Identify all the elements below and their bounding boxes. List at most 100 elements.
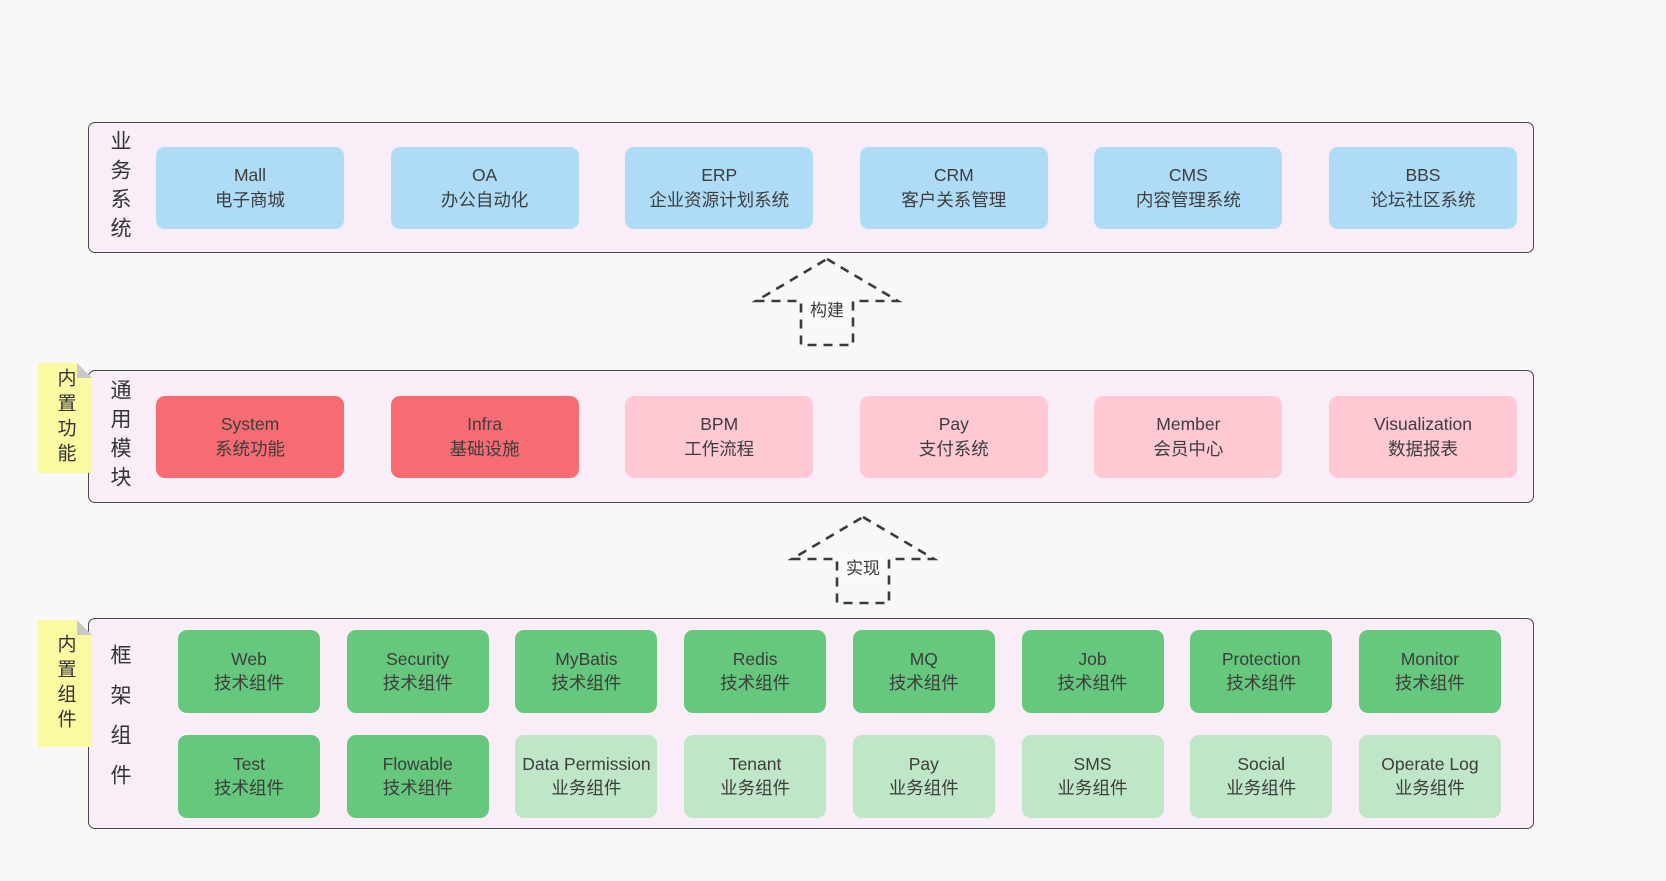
box-title: SMS [1073,754,1112,774]
box-title: MyBatis [555,649,618,669]
box-title: MQ [909,649,938,669]
box-data-permission: Data Permission 业务组件 [515,734,658,818]
module-boxes-row: System 系统功能 Infra 基础设施 BPM 工作流程 Pay 支付系统… [134,395,1533,478]
implement-arrow: 实现 [788,514,938,606]
box-subtitle: 内容管理系统 [1135,189,1241,210]
box-subtitle: 技术组件 [1226,673,1297,693]
box-title: Operate Log [1381,754,1479,774]
box-title: Protection [1221,649,1301,669]
box-member: Member 会员中心 [1094,395,1283,478]
box-visualization: Visualization 数据报表 [1328,395,1517,478]
business-boxes-row: Mall 电子商城 OA 办公自动化 ERP 企业资源计划系统 CRM 客户关系… [134,146,1533,229]
box-bbs: BBS 论坛社区系统 [1328,146,1517,229]
box-subtitle: 数据报表 [1387,438,1458,459]
box-redis: Redis 技术组件 [684,629,827,713]
component-boxes-grid: Web 技术组件 Security 技术组件 MyBatis 技术组件 Redi… [134,629,1533,818]
sticky-note-built-in-components: 内置组件 [38,620,92,747]
box-subtitle: 技术组件 [1394,673,1465,693]
box-mall: Mall 电子商城 [156,146,344,229]
box-cms: CMS 内容管理系统 [1094,146,1283,229]
component-boxes-row-1: Web 技术组件 Security 技术组件 MyBatis 技术组件 Redi… [156,629,1517,713]
panel-common-modules: 通用模块 System 系统功能 Infra 基础设施 BPM 工作流程 Pay… [88,370,1534,503]
sticky-note-built-in-features: 内置功能 [38,363,92,473]
box-subtitle: 业务组件 [720,778,791,798]
panel-framework-components: 框架组件 Web 技术组件 Security 技术组件 MyBatis 技术组件… [88,618,1534,829]
box-test: Test 技术组件 [178,734,320,818]
build-arrow-label: 构建 [806,296,848,321]
box-title: BBS [1405,164,1441,185]
box-title: Web [231,649,267,669]
box-subtitle: 业务组件 [551,778,622,798]
box-subtitle: 会员中心 [1153,438,1224,459]
box-title: Flowable [382,754,453,774]
box-title: BPM [700,413,739,434]
box-title: Test [232,754,266,774]
box-subtitle: 技术组件 [214,673,284,693]
box-title: ERP [701,164,738,185]
box-subtitle: 业务组件 [1226,778,1297,798]
box-subtitle: 企业资源计划系统 [649,189,790,210]
panel-label-framework-components: 框架组件 [108,643,131,804]
sticky-note-label: 内置组件 [54,633,76,734]
box-subtitle: 技术组件 [382,778,453,798]
box-subtitle: 技术组件 [888,673,959,693]
box-subtitle: 办公自动化 [440,189,529,210]
box-title: Pay [908,754,939,774]
implement-arrow-label: 实现 [842,554,884,579]
box-title: Tenant [728,754,782,774]
up-arrow-dashed-icon [752,257,902,347]
box-title: Social [1237,754,1286,774]
box-title: Security [386,649,450,669]
box-title: Data Permission [522,754,651,774]
box-title: Pay [938,413,969,434]
box-bpm: BPM 工作流程 [625,395,814,478]
up-arrow-dashed-icon [788,515,938,605]
build-arrow: 构建 [752,256,902,348]
box-crm: CRM 客户关系管理 [859,146,1048,229]
box-mq: MQ 技术组件 [852,629,995,713]
box-operate-log: Operate Log 业务组件 [1358,734,1501,818]
box-erp: ERP 企业资源计划系统 [625,146,814,229]
box-title: Member [1156,413,1221,434]
box-subtitle: 基础设施 [449,438,520,459]
box-subtitle: 支付系统 [918,438,989,459]
box-subtitle: 技术组件 [382,673,453,693]
box-subtitle: 客户关系管理 [901,189,1007,210]
box-subtitle: 业务组件 [1394,778,1465,798]
box-title: CMS [1168,164,1208,185]
box-subtitle: 工作流程 [684,438,755,459]
box-pay: Pay 支付系统 [859,395,1048,478]
box-job: Job 技术组件 [1021,629,1164,713]
box-subtitle: 技术组件 [551,673,622,693]
box-web: Web 技术组件 [178,629,320,713]
box-sms: SMS 业务组件 [1021,734,1164,818]
box-subtitle: 电子商城 [215,189,285,210]
box-oa: OA 办公自动化 [390,146,579,229]
box-monitor: Monitor 技术组件 [1358,629,1501,713]
box-protection: Protection 技术组件 [1190,629,1333,713]
box-title: Monitor [1400,649,1460,669]
box-title: System [220,413,280,434]
box-social: Social 业务组件 [1190,734,1333,818]
box-subtitle: 系统功能 [215,438,285,459]
box-system: System 系统功能 [156,395,344,478]
box-pay-business: Pay 业务组件 [852,734,995,818]
box-security: Security 技术组件 [346,629,489,713]
box-mybatis: MyBatis 技术组件 [515,629,658,713]
box-title: Job [1078,649,1107,669]
panel-label-business-systems: 业务系统 [108,129,131,246]
box-subtitle: 技术组件 [1057,673,1128,693]
box-subtitle: 业务组件 [888,778,959,798]
box-tenant: Tenant 业务组件 [684,734,827,818]
panel-label-common-modules: 通用模块 [108,378,131,495]
box-subtitle: 技术组件 [214,778,284,798]
sticky-note-label: 内置功能 [54,368,76,468]
box-title: OA [471,164,498,185]
box-flowable: Flowable 技术组件 [346,734,489,818]
box-infra: Infra 基础设施 [390,395,579,478]
box-subtitle: 论坛社区系统 [1370,189,1476,210]
box-title: Infra [467,413,503,434]
component-boxes-row-2: Test 技术组件 Flowable 技术组件 Data Permission … [156,734,1517,818]
box-title: CRM [933,164,974,185]
